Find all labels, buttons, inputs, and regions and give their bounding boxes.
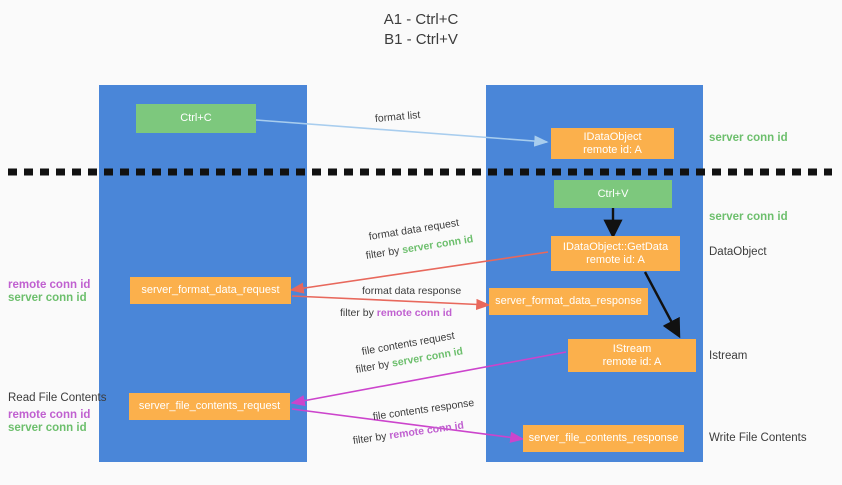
filter-prefix: filter by: [364, 244, 404, 262]
edge-label-format-list: format list: [374, 109, 421, 125]
note-server-conn-id-lower: server conn id: [8, 422, 87, 434]
box-idataobject[interactable]: IDataObject remote id: A: [551, 128, 674, 159]
edge-label-file-contents-response-filter: filter by remote conn id: [352, 418, 465, 448]
filter-prefix: filter by: [352, 429, 391, 447]
box-server-format-data-request[interactable]: server_format_data_request: [130, 277, 291, 304]
note-dataobject: DataObject: [709, 246, 767, 258]
page-title: A1 - Ctrl+C B1 - Ctrl+V: [383, 11, 459, 48]
note-istream: Istream: [709, 350, 748, 362]
box-server-format-data-response[interactable]: server_format_data_response: [489, 288, 648, 315]
filter-value-remote-conn-id: remote conn id: [388, 419, 465, 442]
filter-prefix: filter by: [340, 307, 377, 319]
filter-prefix: filter by: [354, 357, 394, 376]
filter-value-remote-conn-id: remote conn id: [376, 307, 453, 319]
note-server-conn-id-mid: server conn id: [709, 211, 788, 223]
edge-label-format-data-response-filter: filter by remote conn id: [340, 306, 452, 321]
note-server-conn-id-top: server conn id: [709, 132, 788, 144]
box-idataobject-getdata[interactable]: IDataObject::GetData remote id: A: [551, 236, 680, 271]
note-remote-conn-id-lower: remote conn id: [8, 409, 91, 421]
box-ctrl-c[interactable]: Ctrl+C: [136, 104, 256, 133]
note-remote-conn-id-upper: remote conn id: [8, 279, 91, 291]
note-read-file-contents: Read File Contents: [8, 392, 107, 404]
box-ctrl-v[interactable]: Ctrl+V: [554, 180, 672, 208]
note-write-file-contents: Write File Contents: [709, 432, 807, 444]
note-server-conn-id-upper: server conn id: [8, 292, 87, 304]
box-istream[interactable]: IStream remote id: A: [568, 339, 696, 372]
box-server-file-contents-request[interactable]: server_file_contents_request: [129, 393, 290, 420]
box-server-file-contents-response[interactable]: server_file_contents_response: [523, 425, 684, 452]
edge-label-format-data-response: format data response: [362, 285, 462, 297]
